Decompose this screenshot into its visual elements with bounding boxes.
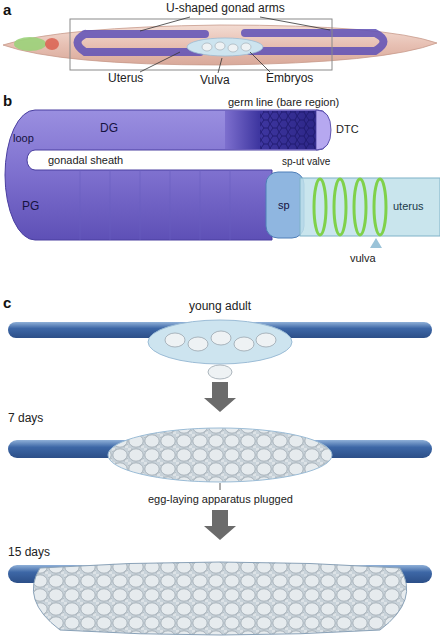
part-label: 15 days	[8, 546, 50, 560]
part-label: PG	[22, 200, 39, 214]
part-label: germ line (bare region)	[228, 96, 339, 109]
part-label: loop	[13, 132, 34, 145]
part-label: DTC	[336, 123, 359, 136]
part-label: egg-laying apparatus plugged	[148, 493, 293, 506]
part-label: Vulva	[200, 74, 230, 88]
part-label: young adult	[189, 300, 251, 314]
part-label: Embryos	[266, 72, 313, 86]
part-label: DG	[100, 122, 118, 136]
part-label: uterus	[393, 200, 424, 213]
part-label: sp	[278, 199, 290, 212]
part-label: sp-ut valve	[282, 156, 330, 168]
part-label: 7 days	[8, 412, 43, 426]
panel-letter: b	[3, 92, 12, 109]
part-label: vulva	[350, 252, 376, 265]
part-label: gonadal sheath	[48, 154, 123, 167]
panel-letter: c	[3, 294, 11, 311]
part-label: Uterus	[108, 72, 143, 86]
part-label: U-shaped gonad arms	[166, 2, 285, 16]
panel-letter: a	[3, 1, 11, 18]
